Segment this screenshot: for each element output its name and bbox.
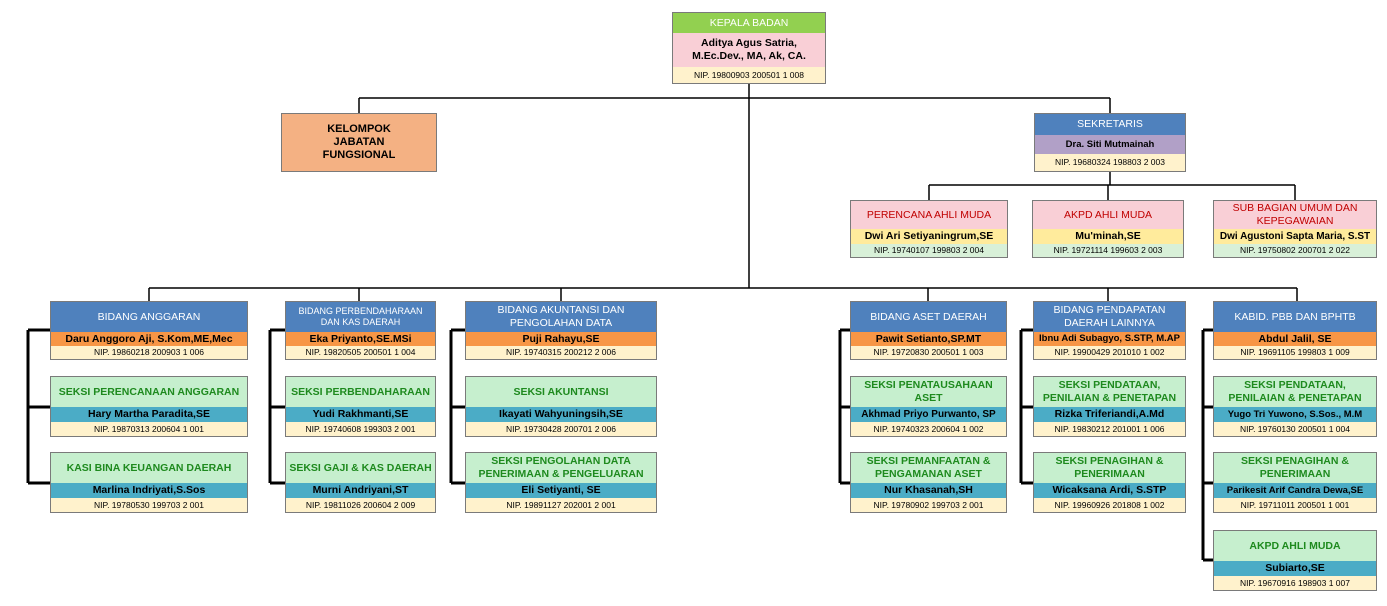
- sekretaris-nip: NIP. 19680324 198803 2 003: [1035, 154, 1185, 171]
- bidang-perbendaharaan-name: Eka Priyanto,SE.MSi: [286, 332, 435, 346]
- bidang-aset-name: Pawit Setianto,SP.MT: [851, 332, 1006, 346]
- seksi-pendataan-pbb-box: SEKSI PENDATAAN, PENILAIAN & PENETAPAN Y…: [1213, 376, 1377, 437]
- kepala-badan-nip: NIP. 19800903 200501 1 008: [673, 67, 825, 83]
- bidang-akuntansi-name: Puji Rahayu,SE: [466, 332, 656, 346]
- seksi-akuntansi-name: Ikayati Wahyuningsih,SE: [466, 407, 656, 422]
- seksi-akuntansi-box: SEKSI AKUNTANSI Ikayati Wahyuningsih,SE …: [465, 376, 657, 437]
- seksi-penagihan-title: SEKSI PENAGIHAN & PENERIMAAN: [1034, 453, 1185, 483]
- kelompok-jabatan-fungsional-box: KELOMPOK JABATAN FUNGSIONAL: [281, 113, 437, 172]
- kasi-bina-keuangan-nip: NIP. 19780530 199703 2 001: [51, 498, 247, 512]
- seksi-pemanfaatan-aset-title: SEKSI PEMANFAATAN & PENGAMANAN ASET: [851, 453, 1006, 483]
- seksi-perencanaan-anggaran-title: SEKSI PERENCANAAN ANGGARAN: [51, 377, 247, 407]
- kepala-badan-title: KEPALA BADAN: [673, 13, 825, 33]
- akpd-ahli-muda-sekretariat-box: AKPD AHLI MUDA Mu'minah,SE NIP. 19721114…: [1032, 200, 1184, 258]
- kepala-badan-name: Aditya Agus Satria, M.Ec.Dev., MA, Ak, C…: [673, 33, 825, 67]
- bidang-pendapatan-name: Ibnu Adi Subagyo, S.STP, M.AP: [1034, 332, 1185, 346]
- seksi-pendataan-title: SEKSI PENDATAAN, PENILAIAN & PENETAPAN: [1034, 377, 1185, 407]
- seksi-perencanaan-anggaran-box: SEKSI PERENCANAAN ANGGARAN Hary Martha P…: [50, 376, 248, 437]
- sub-bagian-umum-title: SUB BAGIAN UMUM DAN KEPEGAWAIAN: [1214, 201, 1376, 229]
- seksi-penatausahaan-aset-box: SEKSI PENATAUSAHAAN ASET Akhmad Priyo Pu…: [850, 376, 1007, 437]
- bidang-akuntansi-title: BIDANG AKUNTANSI DAN PENGOLAHAN DATA: [466, 302, 656, 332]
- seksi-penagihan-pbb-nip: NIP. 19711011 200501 1 001: [1214, 498, 1376, 512]
- seksi-perencanaan-anggaran-nip: NIP. 19870313 200604 1 001: [51, 422, 247, 436]
- sekretaris-box: SEKRETARIS Dra. Siti Mutmainah NIP. 1968…: [1034, 113, 1186, 172]
- seksi-pemanfaatan-aset-nip: NIP. 19780902 199703 2 001: [851, 498, 1006, 512]
- seksi-penagihan-name: Wicaksana Ardi, S.STP: [1034, 483, 1185, 498]
- seksi-pemanfaatan-aset-box: SEKSI PEMANFAATAN & PENGAMANAN ASET Nur …: [850, 452, 1007, 513]
- seksi-penagihan-pbb-box: SEKSI PENAGIHAN & PENERIMAAN Parikesit A…: [1213, 452, 1377, 513]
- seksi-gaji-name: Murni Andriyani,ST: [286, 483, 435, 498]
- sub-bagian-umum-nip: NIP. 19750802 200701 2 022: [1214, 244, 1376, 257]
- sekretaris-name: Dra. Siti Mutmainah: [1035, 135, 1185, 154]
- seksi-pendataan-nip: NIP. 19830212 201001 1 006: [1034, 422, 1185, 436]
- seksi-penatausahaan-aset-title: SEKSI PENATAUSAHAAN ASET: [851, 377, 1006, 407]
- seksi-penagihan-nip: NIP. 19960926 201808 1 002: [1034, 498, 1185, 512]
- seksi-pendataan-pbb-nip: NIP. 19760130 200501 1 004: [1214, 422, 1376, 436]
- seksi-gaji-box: SEKSI GAJI & KAS DAERAH Murni Andriyani,…: [285, 452, 436, 513]
- seksi-gaji-nip: NIP. 19811026 200604 2 009: [286, 498, 435, 512]
- seksi-pendataan-pbb-title: SEKSI PENDATAAN, PENILAIAN & PENETAPAN: [1214, 377, 1376, 407]
- seksi-pendataan-pbb-name: Yugo Tri Yuwono, S.Sos., M.M: [1214, 407, 1376, 422]
- seksi-pendataan-box: SEKSI PENDATAAN, PENILAIAN & PENETAPAN R…: [1033, 376, 1186, 437]
- bidang-aset-box: BIDANG ASET DAERAH Pawit Setianto,SP.MT …: [850, 301, 1007, 360]
- bidang-anggaran-box: BIDANG ANGGARAN Daru Anggoro Aji, S.Kom,…: [50, 301, 248, 360]
- seksi-akuntansi-nip: NIP. 19730428 200701 2 006: [466, 422, 656, 436]
- seksi-perbendaharaan-title: SEKSI PERBENDAHARAAN: [286, 377, 435, 407]
- bidang-pendapatan-box: BIDANG PENDAPATAN DAERAH LAINNYA Ibnu Ad…: [1033, 301, 1186, 360]
- seksi-pengolahan-data-name: Eli Setiyanti, SE: [466, 483, 656, 498]
- akpd-ahli-muda-sekretariat-title: AKPD AHLI MUDA: [1033, 201, 1183, 229]
- sekretaris-title: SEKRETARIS: [1035, 114, 1185, 135]
- seksi-pengolahan-data-box: SEKSI PENGOLAHAN DATA PENERIMAAN & PENGE…: [465, 452, 657, 513]
- bidang-pendapatan-title: BIDANG PENDAPATAN DAERAH LAINNYA: [1034, 302, 1185, 332]
- akpd-ahli-muda-pbb-box: AKPD AHLI MUDA Subiarto,SE NIP. 19670916…: [1213, 530, 1377, 591]
- seksi-penagihan-pbb-title: SEKSI PENAGIHAN & PENERIMAAN: [1214, 453, 1376, 483]
- kasi-bina-keuangan-name: Marlina Indriyati,S.Sos: [51, 483, 247, 498]
- seksi-pendataan-name: Rizka Triferiandi,A.Md: [1034, 407, 1185, 422]
- sub-bagian-umum-box: SUB BAGIAN UMUM DAN KEPEGAWAIAN Dwi Agus…: [1213, 200, 1377, 258]
- seksi-akuntansi-title: SEKSI AKUNTANSI: [466, 377, 656, 407]
- kasi-bina-keuangan-title: KASI BINA KEUANGAN DAERAH: [51, 453, 247, 483]
- seksi-penagihan-pbb-name: Parikesit Arif Candra Dewa,SE: [1214, 483, 1376, 498]
- seksi-perbendaharaan-name: Yudi Rakhmanti,SE: [286, 407, 435, 422]
- akpd-ahli-muda-sekretariat-nip: NIP. 19721114 199603 2 003: [1033, 244, 1183, 257]
- kabid-pbb-title: KABID. PBB DAN BPHTB: [1214, 302, 1376, 332]
- perencana-ahli-muda-title: PERENCANA AHLI MUDA: [851, 201, 1007, 229]
- seksi-penatausahaan-aset-name: Akhmad Priyo Purwanto, SP: [851, 407, 1006, 422]
- bidang-aset-nip: NIP. 19720830 200501 1 003: [851, 346, 1006, 359]
- perencana-ahli-muda-box: PERENCANA AHLI MUDA Dwi Ari Setiyaningru…: [850, 200, 1008, 258]
- bidang-perbendaharaan-box: BIDANG PERBENDAHARAAN DAN KAS DAERAH Eka…: [285, 301, 436, 360]
- akpd-ahli-muda-sekretariat-name: Mu'minah,SE: [1033, 229, 1183, 244]
- bidang-perbendaharaan-title: BIDANG PERBENDAHARAAN DAN KAS DAERAH: [286, 302, 435, 332]
- sub-bagian-umum-name: Dwi Agustoni Sapta Maria, S.ST: [1214, 229, 1376, 244]
- seksi-pengolahan-data-nip: NIP. 19891127 202001 2 001: [466, 498, 656, 512]
- seksi-pemanfaatan-aset-name: Nur Khasanah,SH: [851, 483, 1006, 498]
- seksi-penagihan-box: SEKSI PENAGIHAN & PENERIMAAN Wicaksana A…: [1033, 452, 1186, 513]
- bidang-anggaran-nip: NIP. 19860218 200903 1 006: [51, 346, 247, 359]
- seksi-penatausahaan-aset-nip: NIP. 19740323 200604 1 002: [851, 422, 1006, 436]
- kasi-bina-keuangan-box: KASI BINA KEUANGAN DAERAH Marlina Indriy…: [50, 452, 248, 513]
- seksi-pengolahan-data-title: SEKSI PENGOLAHAN DATA PENERIMAAN & PENGE…: [466, 453, 656, 483]
- bidang-anggaran-name: Daru Anggoro Aji, S.Kom,ME,Mec: [51, 332, 247, 346]
- akpd-ahli-muda-pbb-nip: NIP. 19670916 198903 1 007: [1214, 576, 1376, 590]
- seksi-gaji-title: SEKSI GAJI & KAS DAERAH: [286, 453, 435, 483]
- bidang-akuntansi-nip: NIP. 19740315 200212 2 006: [466, 346, 656, 359]
- bidang-perbendaharaan-nip: NIP. 19820505 200501 1 004: [286, 346, 435, 359]
- kepala-badan-box: KEPALA BADAN Aditya Agus Satria, M.Ec.De…: [672, 12, 826, 84]
- akpd-ahli-muda-pbb-title: AKPD AHLI MUDA: [1214, 531, 1376, 561]
- perencana-ahli-muda-name: Dwi Ari Setiyaningrum,SE: [851, 229, 1007, 244]
- akpd-ahli-muda-pbb-name: Subiarto,SE: [1214, 561, 1376, 576]
- seksi-perbendaharaan-nip: NIP. 19740608 199303 2 001: [286, 422, 435, 436]
- kabid-pbb-box: KABID. PBB DAN BPHTB Abdul Jalil, SE NIP…: [1213, 301, 1377, 360]
- seksi-perencanaan-anggaran-name: Hary Martha Paradita,SE: [51, 407, 247, 422]
- kabid-pbb-name: Abdul Jalil, SE: [1214, 332, 1376, 346]
- bidang-akuntansi-box: BIDANG AKUNTANSI DAN PENGOLAHAN DATA Puj…: [465, 301, 657, 360]
- bidang-anggaran-title: BIDANG ANGGARAN: [51, 302, 247, 332]
- perencana-ahli-muda-nip: NIP. 19740107 199803 2 004: [851, 244, 1007, 257]
- seksi-perbendaharaan-box: SEKSI PERBENDAHARAAN Yudi Rakhmanti,SE N…: [285, 376, 436, 437]
- bidang-pendapatan-nip: NIP. 19900429 201010 1 002: [1034, 346, 1185, 359]
- kabid-pbb-nip: NIP. 19691105 199803 1 009: [1214, 346, 1376, 359]
- bidang-aset-title: BIDANG ASET DAERAH: [851, 302, 1006, 332]
